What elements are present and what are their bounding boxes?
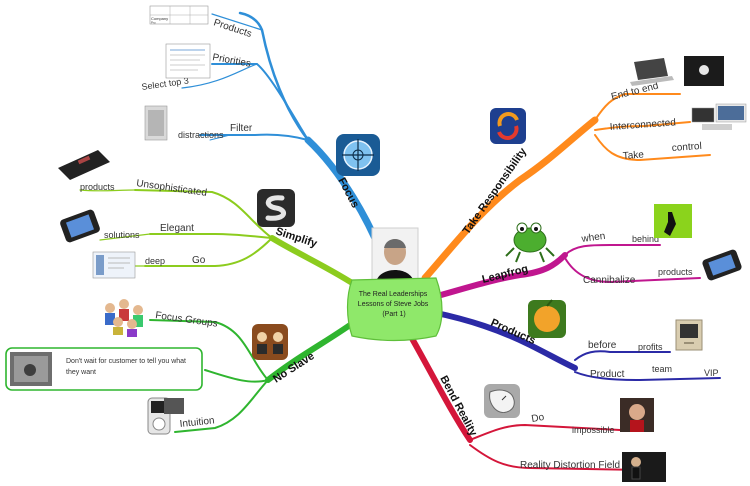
branch-label-take-responsibility[interactable]: Take Responsibility <box>461 145 530 237</box>
leapfrog-frog-icon <box>505 222 555 263</box>
simplify-s-icon <box>257 189 295 227</box>
products-before-label[interactable]: before <box>588 340 617 351</box>
simplify-phone-thumbnail <box>60 209 100 243</box>
focus-filter-label[interactable]: Filter <box>230 123 253 134</box>
products-vip-label[interactable]: VIP <box>704 368 719 378</box>
branch-take-responsibility <box>421 93 711 282</box>
products-profits-label[interactable]: profits <box>638 342 663 352</box>
simplify-products-label[interactable]: products <box>80 182 115 192</box>
products-team-label[interactable]: team <box>652 364 672 374</box>
take-responsibility-circular-arrows-icon <box>490 108 526 144</box>
center-node[interactable]: The Real Leaderships Lessons of Steve Jo… <box>346 227 443 342</box>
take-responsibility-interconnected-label[interactable]: Interconnected <box>609 117 676 133</box>
simplify-unsophisticated-label[interactable]: Unsophisticated <box>136 178 208 199</box>
branch-label-bend-reality[interactable]: Bend Reality <box>437 374 479 439</box>
take-responsibility-take-label[interactable]: Take <box>622 150 644 162</box>
branch-label-focus[interactable]: Focus <box>335 176 361 210</box>
focus-priorities-thumbnail <box>165 43 211 79</box>
branch-simplify <box>79 189 363 291</box>
take-responsibility-control-label[interactable]: control <box>671 141 702 154</box>
no-slave-people-thumbnail <box>105 299 143 337</box>
products-macintosh-thumbnail <box>675 319 703 351</box>
thumb-cell-pro: Pro <box>151 21 156 25</box>
bend-reality-do-label[interactable]: Do <box>531 412 546 425</box>
simplify-elegant-label[interactable]: Elegant <box>160 223 194 234</box>
no-slave-group-icon <box>252 324 288 360</box>
take-responsibility-devices-thumbnail <box>691 103 747 130</box>
focus-products-thumbnail: Company Pro <box>149 5 209 25</box>
focus-priorities-label[interactable]: Priorities <box>211 52 251 70</box>
bend-reality-portrait-thumbnail <box>620 398 654 432</box>
simplify-deep-label[interactable]: deep <box>145 256 165 266</box>
center-line-2: Lessons of Steve Jobs <box>358 301 429 308</box>
focus-distractions-thumbnail <box>144 105 168 141</box>
leapfrog-ipod-ad-thumbnail <box>654 204 692 238</box>
products-orange-icon <box>528 299 566 338</box>
simplify-screen-thumbnail <box>92 251 136 279</box>
bend-reality-impossible-label[interactable]: impossible <box>572 425 615 435</box>
products-product-label[interactable]: Product <box>590 369 625 380</box>
bend-reality-melting-clock-icon <box>484 384 520 418</box>
branch-label-leapfrog[interactable]: Leapfrog <box>481 263 530 286</box>
leapfrog-behind-label[interactable]: behind <box>632 234 659 244</box>
center-line-1: The Real Leaderships <box>359 291 428 298</box>
steve-jobs-portrait <box>371 227 419 283</box>
focus-distractions-label[interactable]: distractions <box>178 130 224 140</box>
leapfrog-when-label[interactable]: when <box>580 231 606 245</box>
bend-reality-rdf-label[interactable]: Reality Distortion Field <box>520 460 620 471</box>
center-node-shape <box>346 277 443 342</box>
simplify-solutions-label[interactable]: solutions <box>104 230 140 240</box>
bend-reality-stage-thumbnail <box>622 452 666 482</box>
no-slave-quote-line-1: Don't wait for customer to tell you what <box>66 358 186 365</box>
svg-text:Don't wait for customer to tel: Don't wait for customer to tell you what… <box>66 358 188 376</box>
no-slave-focus-groups-label[interactable]: Focus Groups <box>155 310 219 330</box>
center-line-3: (Part 1) <box>382 311 405 318</box>
no-slave-ipod-thumbnail <box>147 397 184 435</box>
thumb-cell-company: Company <box>151 16 168 21</box>
no-slave-intuition-label[interactable]: Intuition <box>179 415 215 430</box>
branch-leapfrog <box>427 244 701 301</box>
branch-bend-reality <box>407 332 641 471</box>
leapfrog-phone-thumbnail <box>702 249 742 281</box>
focus-crosshair-icon <box>336 134 380 176</box>
branch-products <box>429 309 721 382</box>
no-slave-quote-box[interactable]: Don't wait for customer to tell you what… <box>5 347 203 391</box>
take-responsibility-laptop-thumbnail <box>630 58 674 86</box>
take-responsibility-store-thumbnail <box>684 56 724 86</box>
no-slave-quote-line-2: they want <box>66 369 96 376</box>
simplify-go-label[interactable]: Go <box>192 255 206 266</box>
svg-text:The Real Leaderships Les: The Real Leaderships Lessons of Steve Jo… <box>358 291 430 318</box>
leapfrog-products-label[interactable]: products <box>658 267 693 277</box>
leapfrog-cannibalize-label[interactable]: Cannibalize <box>583 275 636 286</box>
simplify-console-thumbnail <box>58 150 110 180</box>
